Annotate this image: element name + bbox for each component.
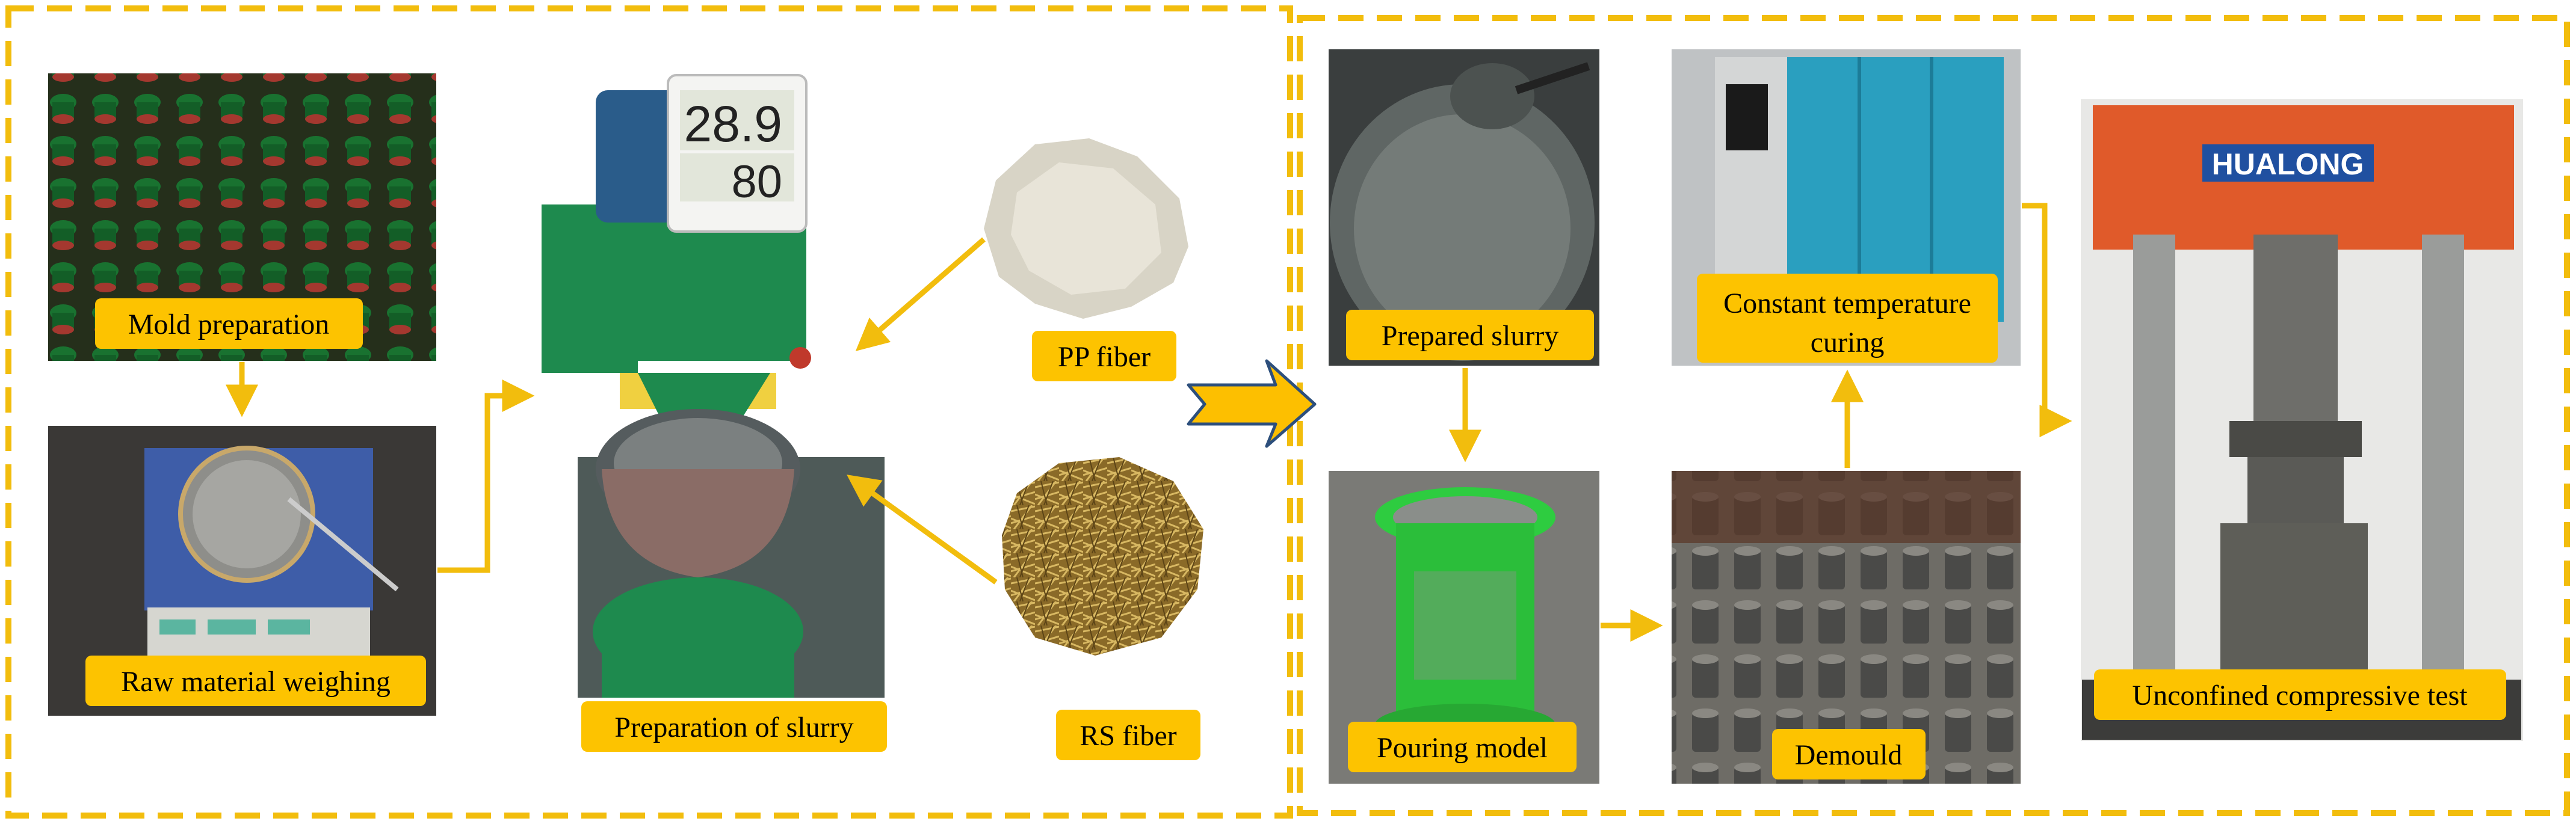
arrow-weighing-to-mixer <box>437 380 535 573</box>
svg-text:Pouring model: Pouring model <box>1377 732 1548 764</box>
svg-text:Raw material weighing: Raw material weighing <box>121 666 391 698</box>
svg-text:RS fiber: RS fiber <box>1080 720 1176 752</box>
svg-text:Constant temperature: Constant temperature <box>1723 287 1971 319</box>
photo-compression-machine: HUALONG <box>2081 99 2523 741</box>
svg-text:Preparation of slurry: Preparation of slurry <box>614 712 853 743</box>
hygrometer-humidity: 80 <box>731 156 782 207</box>
label-pouring-model: Pouring model <box>1348 722 1577 772</box>
arrow-curing-to-test <box>2022 203 2072 437</box>
label-preparation-of-slurry: Preparation of slurry <box>581 701 887 752</box>
photo-pp-fiber <box>984 138 1188 319</box>
label-rs-fiber: RS fiber <box>1056 710 1200 760</box>
hygrometer-temperature: 28.9 <box>684 96 783 152</box>
left-dashed-frame <box>5 5 1293 819</box>
label-unconfined-compressive-test: Unconfined compressive test <box>2094 669 2506 720</box>
machine-brand-label: HUALONG <box>2212 147 2364 181</box>
label-prepared-slurry: Prepared slurry <box>1346 310 1594 360</box>
label-pp-fiber: PP fiber <box>1032 331 1176 381</box>
right-dashed-frame <box>1297 15 2570 816</box>
big-arrow-transition <box>1187 359 1317 448</box>
hygrometer: 28.9 80 <box>667 74 808 233</box>
label-demould: Demould <box>1772 729 1926 779</box>
photo-rs-fiber <box>1002 457 1203 656</box>
svg-text:Demould: Demould <box>1795 739 1903 771</box>
svg-text:Mold preparation: Mold preparation <box>128 309 330 340</box>
photo-prepared-slurry <box>1329 49 1599 366</box>
svg-text:curing: curing <box>1811 327 1885 358</box>
label-mold-preparation: Mold preparation <box>95 298 363 349</box>
label-raw-material-weighing: Raw material weighing <box>85 656 426 706</box>
label-constant-temperature-curing: Constant temperature curing <box>1697 274 1998 363</box>
svg-text:Prepared slurry: Prepared slurry <box>1382 320 1559 352</box>
svg-text:Unconfined compressive test: Unconfined compressive test <box>2132 680 2468 712</box>
arrow-rs-to-mixer <box>847 475 998 585</box>
svg-text:PP fiber: PP fiber <box>1058 341 1151 373</box>
arrow-pp-to-mixer <box>855 237 986 351</box>
